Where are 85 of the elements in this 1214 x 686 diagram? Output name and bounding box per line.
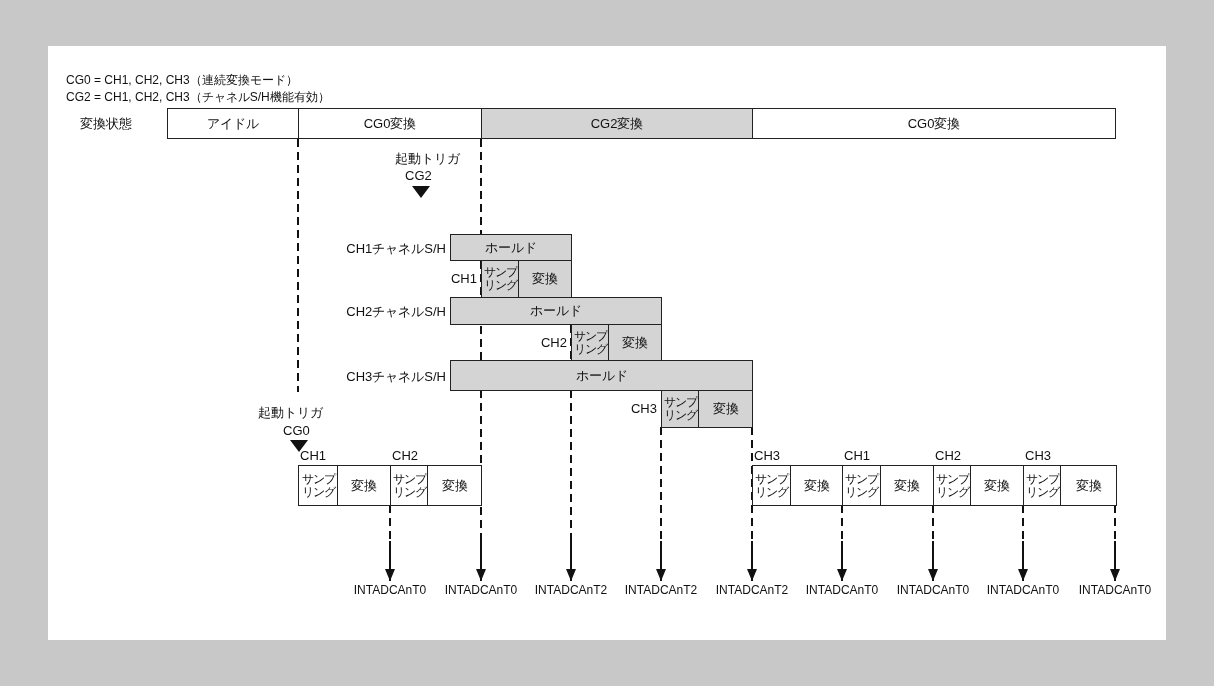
period-label: サンプリング [1024, 472, 1060, 499]
channel-label: CH1 [844, 448, 870, 463]
conversion-period [790, 465, 843, 506]
trigger-arrow [1110, 504, 1120, 582]
period-label: CG0変換 [907, 114, 961, 133]
period-label: サンプリング [300, 472, 337, 499]
channel-label: CH1 [451, 271, 477, 286]
period-label: サンプリング [934, 472, 970, 499]
channel-label: CH3チャネルS/H [346, 367, 446, 386]
period-label: 変換 [1075, 476, 1102, 495]
period-label: ホールド [485, 238, 537, 257]
channel-label: CH3 [631, 401, 657, 416]
sampling-period [842, 465, 881, 506]
period-label: 変換 [803, 476, 830, 495]
period-label: ホールド [575, 366, 628, 385]
trigger-arrow [747, 426, 757, 582]
trigger-arrow [928, 504, 938, 582]
hold-bar [450, 234, 572, 261]
signal-name: INTADCAnT0 [444, 583, 518, 597]
signal-name: INTADCAnT0 [1078, 583, 1152, 597]
channel-label: CH2 [541, 334, 567, 350]
signal-name: INTADCAnT2 [624, 583, 698, 597]
signal-name: INTADCAnT2 [534, 583, 608, 597]
channel-label: CH1 [300, 448, 326, 463]
trigger-arrow [566, 389, 576, 582]
sampling-period [1023, 465, 1061, 506]
signal-name: INTADCAnT0 [805, 583, 879, 597]
state-segment [752, 108, 1116, 139]
sampling-period [661, 390, 699, 428]
period-label: CG2変換 [590, 114, 644, 133]
trigger-arrow [1018, 504, 1028, 582]
header-note: CG2 = CH1, CH2, CH3（チャネルS/H機能有効） [66, 89, 330, 106]
period-label: 変換 [712, 400, 739, 418]
period-label: サンプリング [482, 266, 518, 292]
sampling-period [933, 465, 971, 506]
period-label: サンプリング [754, 472, 790, 499]
conversion-period [970, 465, 1024, 506]
conversion-period [518, 260, 572, 298]
conversion-period [698, 390, 753, 428]
header-note: CG0 = CH1, CH2, CH3（連続変換モード） [66, 72, 298, 89]
period-label: CG0変換 [363, 114, 417, 133]
channel-label: CH3 [1025, 448, 1051, 463]
signal-name: INTADCAnT2 [715, 583, 789, 597]
period-label: サンプリング [844, 472, 880, 499]
conversion-period [427, 465, 482, 506]
sampling-period [752, 465, 791, 506]
period-label: 変換 [532, 270, 558, 288]
trigger-arrow [385, 504, 395, 582]
conversion-period [337, 465, 391, 506]
hold-bar [450, 297, 662, 325]
hold-bar [450, 360, 753, 391]
channel-label: CH2チャネルS/H [346, 303, 446, 321]
signal-name: INTADCAnT0 [353, 583, 427, 597]
period-label: 変換 [984, 476, 1010, 495]
channel-label: CH1チャネルS/H [346, 239, 446, 258]
period-label: サンプリング [662, 396, 698, 422]
period-label: 変換 [441, 476, 468, 495]
channel-label: CH2 [935, 448, 961, 463]
trigger-label: 起動トリガ [395, 150, 460, 168]
state-segment [167, 108, 299, 139]
trigger-arrow [656, 426, 666, 582]
row-label: 変換状態 [80, 115, 132, 133]
signal-name: INTADCAnT0 [896, 583, 970, 597]
period-label: 変換 [622, 333, 648, 352]
period-label: サンプリング [391, 472, 427, 499]
trigger-label: 起動トリガ [258, 404, 323, 422]
channel-label: CH3 [754, 448, 780, 463]
state-segment [298, 108, 482, 139]
conversion-period [608, 324, 662, 361]
group-label: CG0 [283, 423, 310, 438]
channel-label: CH2 [392, 448, 418, 463]
conversion-period [1060, 465, 1117, 506]
sampling-period [481, 260, 519, 298]
trigger-arrow [837, 504, 847, 582]
signal-name: INTADCAnT0 [986, 583, 1060, 597]
conversion-period [880, 465, 934, 506]
period-label: 変換 [894, 476, 920, 495]
period-label: アイドル [207, 114, 259, 133]
period-label: ホールド [530, 302, 582, 320]
sampling-period [390, 465, 428, 506]
state-segment [481, 108, 753, 139]
period-label: 変換 [351, 476, 377, 495]
period-label: サンプリング [572, 329, 608, 356]
group-label: CG2 [405, 168, 432, 183]
sampling-period [298, 465, 338, 506]
